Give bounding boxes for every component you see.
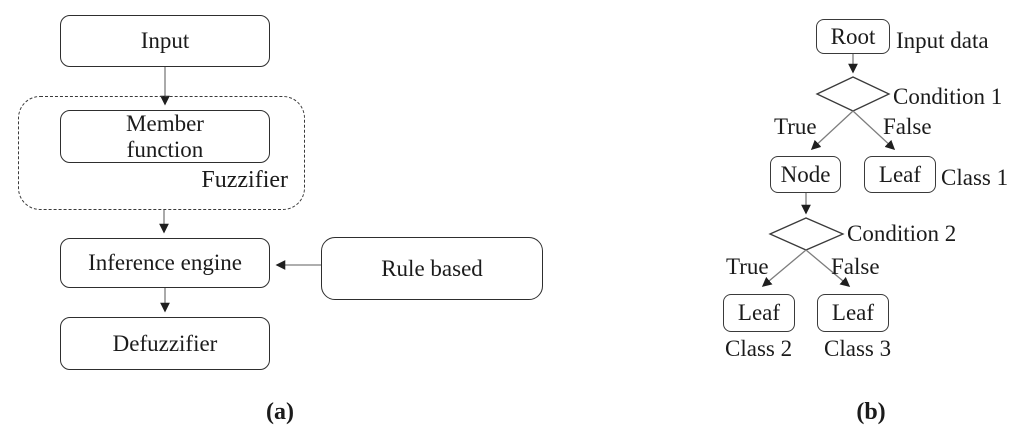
branch1-false-label: False [883, 114, 932, 139]
arrow-condition1-false-to-leaf1 [852, 110, 896, 150]
condition2-diamond [768, 217, 845, 251]
leaf2-class-label: Class 2 [725, 336, 793, 361]
fuzzifier-label: Fuzzifier [201, 167, 288, 193]
condition1-label: Condition 1 [893, 84, 1003, 109]
root-annotation-label: Input data [896, 28, 989, 53]
leaf3-class-label: Class 3 [824, 336, 892, 361]
leaf2-box: Leaf [723, 294, 795, 332]
condition2-label: Condition 2 [847, 221, 957, 246]
input-box: Input [60, 15, 270, 67]
root-box: Root [816, 19, 890, 54]
defuzzifier-box: Defuzzifier [60, 317, 270, 370]
leaf1-class-label: Class 1 [941, 165, 1009, 190]
condition1-diamond [815, 76, 891, 112]
arrow-condition1-true-to-node [810, 110, 854, 150]
arrow-condition2-false-to-leaf3 [805, 249, 851, 287]
member-function-box: Member function [60, 110, 270, 163]
branch2-false-label: False [831, 254, 880, 279]
panel-b-caption: (b) [856, 399, 886, 425]
leaf3-box: Leaf [817, 294, 889, 332]
arrow-condition2-true-to-leaf2 [761, 249, 807, 287]
branch1-true-label: True [774, 114, 817, 139]
branch2-true-label: True [726, 254, 769, 279]
leaf1-box: Leaf [864, 156, 936, 193]
node-box: Node [770, 156, 841, 193]
rule-based-box: Rule based [321, 237, 543, 300]
fuzzifier-dashed-group [18, 96, 305, 210]
inference-engine-box: Inference engine [60, 238, 270, 288]
panel-a-caption: (a) [266, 399, 294, 425]
